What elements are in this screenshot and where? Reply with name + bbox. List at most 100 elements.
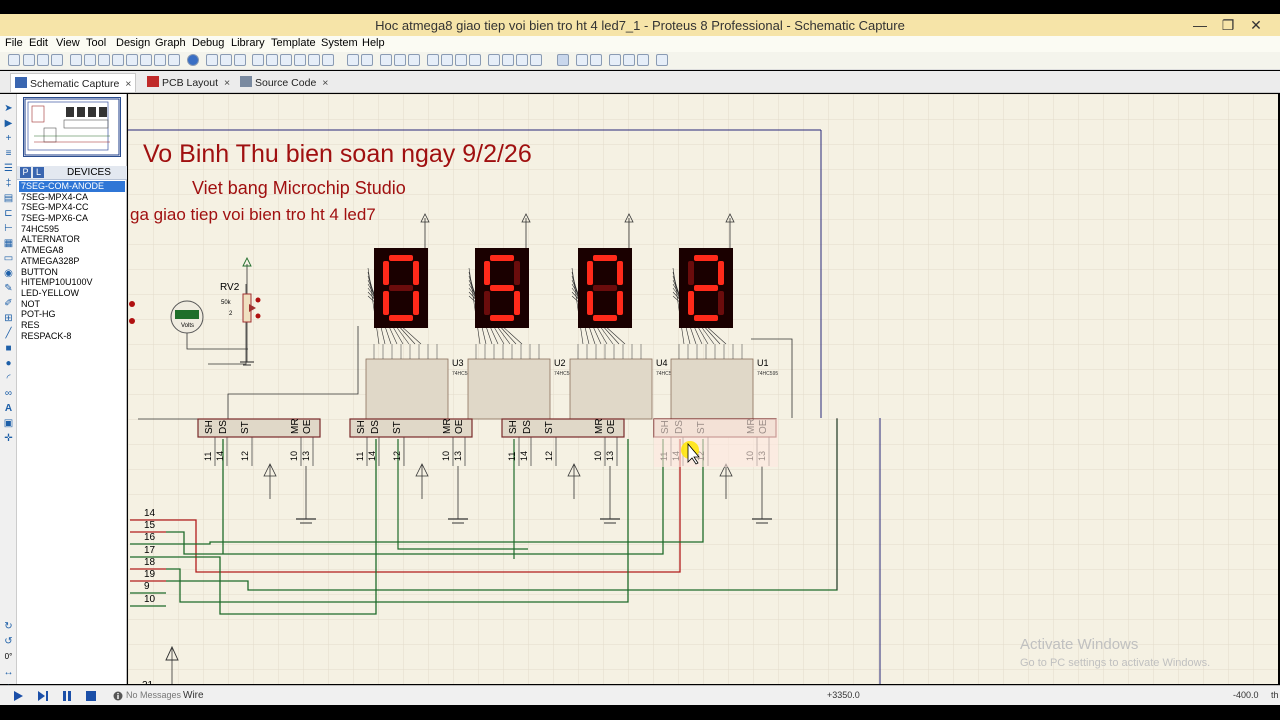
device-item[interactable]: NOT bbox=[21, 298, 40, 309]
box-icon[interactable]: ■ bbox=[5, 343, 12, 354]
copy-icon[interactable] bbox=[394, 54, 406, 66]
device-item[interactable]: ATMEGA8 bbox=[21, 245, 64, 256]
circle-icon[interactable]: ● bbox=[5, 358, 12, 369]
search-tag-icon[interactable] bbox=[576, 54, 588, 66]
device-item[interactable]: RESPACK-8 bbox=[21, 330, 72, 341]
3d-view-icon[interactable] bbox=[168, 54, 180, 66]
component-mode-icon[interactable]: ▶ bbox=[4, 118, 13, 129]
menu-view[interactable]: View bbox=[56, 37, 80, 49]
device-item[interactable]: 7SEG-COM-ANODE bbox=[19, 181, 125, 192]
device-item[interactable]: ALTERNATOR bbox=[21, 234, 81, 245]
pcb-icon[interactable] bbox=[98, 54, 110, 66]
tab-source-code[interactable]: Source Code× bbox=[236, 73, 332, 92]
library-manager-button[interactable]: L bbox=[33, 167, 44, 178]
cut-icon[interactable] bbox=[380, 54, 392, 66]
zoom-center-icon[interactable] bbox=[266, 54, 278, 66]
device-item[interactable]: LED-YELLOW bbox=[21, 287, 80, 298]
minimize-button[interactable]: — bbox=[1193, 17, 1207, 33]
remove-sheet-icon[interactable] bbox=[637, 54, 649, 66]
new-sheet-icon[interactable] bbox=[623, 54, 635, 66]
menu-design[interactable]: Design bbox=[116, 37, 151, 49]
block-move-icon[interactable] bbox=[441, 54, 453, 66]
save-all-icon[interactable] bbox=[51, 54, 63, 66]
close-tab-icon[interactable]: × bbox=[125, 78, 132, 90]
text-icon[interactable]: A bbox=[4, 403, 13, 414]
bom-icon[interactable] bbox=[126, 54, 138, 66]
block-delete-icon[interactable] bbox=[469, 54, 481, 66]
gerber-icon[interactable] bbox=[112, 54, 124, 66]
menu-tool[interactable]: Tool bbox=[86, 37, 107, 49]
mirror-x-icon[interactable]: ↔ bbox=[3, 667, 14, 678]
property-assignment-icon[interactable] bbox=[590, 54, 602, 66]
block-rotate-icon[interactable] bbox=[455, 54, 467, 66]
design-explorer2-icon[interactable] bbox=[609, 54, 621, 66]
netlist-icon[interactable] bbox=[656, 54, 668, 66]
design-explorer-icon[interactable] bbox=[154, 54, 166, 66]
maximize-button[interactable]: ❐ bbox=[1221, 17, 1235, 33]
menu-help[interactable]: Help bbox=[362, 37, 385, 49]
pan-icon[interactable] bbox=[252, 54, 264, 66]
zoom-all-icon[interactable] bbox=[308, 54, 320, 66]
messages-status[interactable]: No Messages bbox=[126, 690, 182, 700]
virtual-instruments-icon[interactable]: ⊞ bbox=[4, 313, 13, 324]
zoom-in-icon[interactable] bbox=[280, 54, 292, 66]
device-item[interactable]: RES bbox=[21, 319, 40, 330]
play-icon[interactable] bbox=[12, 690, 24, 702]
device-pins-icon[interactable]: ⊢ bbox=[4, 223, 13, 234]
packaging-tool-icon[interactable] bbox=[516, 54, 528, 66]
generator-icon[interactable]: ◉ bbox=[4, 268, 13, 279]
origin-icon[interactable] bbox=[234, 54, 246, 66]
pick-device-button[interactable]: P bbox=[20, 167, 31, 178]
device-item[interactable]: ATMEGA328P bbox=[21, 255, 80, 266]
junction-dot-icon[interactable]: + bbox=[5, 133, 12, 144]
undo-icon[interactable] bbox=[347, 54, 359, 66]
menu-library[interactable]: Library bbox=[231, 37, 265, 49]
stop-icon[interactable] bbox=[85, 690, 97, 702]
arc-icon[interactable]: ◜ bbox=[6, 373, 11, 384]
rotate-clockwise-icon[interactable]: ↻ bbox=[4, 621, 13, 632]
menu-edit[interactable]: Edit bbox=[29, 37, 48, 49]
help-icon[interactable] bbox=[187, 54, 199, 66]
buses-icon[interactable]: ‡ bbox=[5, 178, 12, 189]
menu-debug[interactable]: Debug bbox=[192, 37, 225, 49]
make-device-icon[interactable] bbox=[502, 54, 514, 66]
step-icon[interactable] bbox=[37, 690, 49, 702]
marker-icon[interactable]: ✛ bbox=[4, 433, 13, 444]
menu-file[interactable]: File bbox=[5, 37, 23, 49]
refresh-icon[interactable] bbox=[206, 54, 218, 66]
device-item[interactable]: HITEMP10U100V bbox=[21, 277, 93, 288]
wire-autorouter-icon[interactable] bbox=[557, 54, 569, 66]
selection-mode-icon[interactable]: ➤ bbox=[4, 103, 13, 114]
device-item[interactable]: 7SEG-MPX6-CA bbox=[21, 213, 89, 224]
overview-window[interactable] bbox=[23, 97, 121, 157]
close-button[interactable]: ✕ bbox=[1250, 17, 1262, 33]
schematic-icon[interactable] bbox=[84, 54, 96, 66]
device-item[interactable]: POT-HG bbox=[21, 309, 56, 320]
decompose-icon[interactable] bbox=[530, 54, 542, 66]
paste-icon[interactable] bbox=[408, 54, 420, 66]
menu-template[interactable]: Template bbox=[271, 37, 316, 49]
menu-graph[interactable]: Graph bbox=[155, 37, 186, 49]
device-item[interactable]: 7SEG-MPX4-CC bbox=[21, 202, 89, 213]
wire-label-icon[interactable]: ≡ bbox=[5, 148, 12, 159]
device-item[interactable]: BUTTON bbox=[21, 266, 58, 277]
tab-schematic-capture[interactable]: Schematic Capture× bbox=[10, 73, 137, 92]
device-item[interactable]: 7SEG-MPX4-CA bbox=[21, 191, 89, 202]
close-tab-icon[interactable]: × bbox=[224, 77, 231, 89]
device-item[interactable]: 74HC595 bbox=[21, 223, 60, 234]
close-tab-icon[interactable]: × bbox=[322, 77, 329, 89]
redo-icon[interactable] bbox=[361, 54, 373, 66]
zoom-out-icon[interactable] bbox=[294, 54, 306, 66]
pause-icon[interactable] bbox=[61, 690, 73, 702]
tape-recorder-icon[interactable]: ▭ bbox=[3, 253, 14, 264]
source-icon[interactable] bbox=[140, 54, 152, 66]
subcircuit-icon[interactable]: ▤ bbox=[3, 193, 14, 204]
home-icon[interactable] bbox=[70, 54, 82, 66]
line-icon[interactable]: ╱ bbox=[5, 328, 12, 339]
pick-device-icon[interactable] bbox=[488, 54, 500, 66]
text-script-icon[interactable]: ☰ bbox=[4, 163, 13, 174]
rotate-anticlockwise-icon[interactable]: ↺ bbox=[4, 636, 13, 647]
voltage-probe-icon[interactable]: ✎ bbox=[4, 283, 13, 294]
